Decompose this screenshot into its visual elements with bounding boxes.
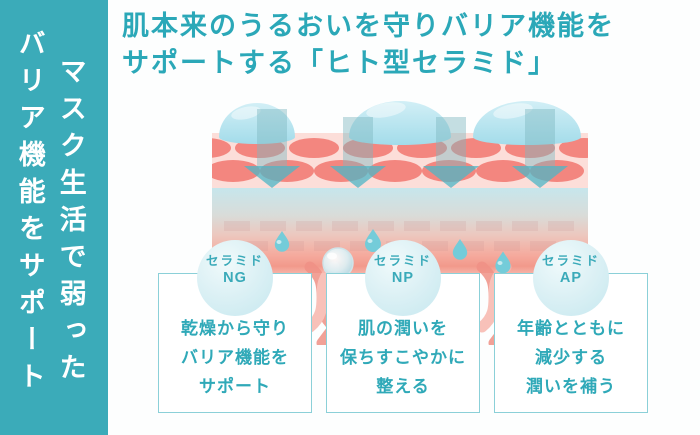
badge-code: AP <box>559 270 583 286</box>
ceramide-cards: セラミド NG 乾燥から守り バリア機能を サポート セラミド NP 肌の潤いを… <box>158 240 648 413</box>
card-description: 肌の潤いを 保ちすこやかに 整える <box>327 274 479 401</box>
banner-text-column-1: マスク生活で弱った <box>55 57 86 390</box>
card-description: 乾燥から守り バリア機能を サポート <box>159 274 311 401</box>
water-droplet-icon <box>274 229 511 274</box>
card-line: 年齢とともに <box>517 319 625 338</box>
title-line-2: サポートする「ヒト型セラミド」 <box>122 48 557 78</box>
title-line-1: 肌本来のうるおいを守りバリア機能を <box>122 11 615 41</box>
card-line: 乾燥から守り <box>181 319 289 338</box>
card-line: 保ちすこやかに <box>340 348 466 367</box>
card-line: バリア機能を <box>181 348 289 367</box>
page-title: 肌本来のうるおいを守りバリア機能を サポートする「ヒト型セラミド」 <box>122 8 615 82</box>
ceramide-card-ap: セラミド AP 年齢とともに 減少する 潤いを補う <box>494 240 648 413</box>
card-line: サポート <box>199 377 271 396</box>
badge-label: セラミド <box>205 254 264 268</box>
ceramide-np-badge: セラミド NP <box>365 240 441 316</box>
left-banner: マスク生活で弱った バリア機能をサポート <box>0 0 108 435</box>
ceramide-card-np: セラミド NP 肌の潤いを 保ちすこやかに 整える <box>326 240 480 413</box>
ceramide-card-ng: セラミド NG 乾燥から守り バリア機能を サポート <box>158 240 312 413</box>
moisture-dome-icon <box>219 101 581 145</box>
card-line: 減少する <box>535 348 607 367</box>
ceramide-ap-badge: セラミド AP <box>533 240 609 316</box>
card-description: 年齢とともに 減少する 潤いを補う <box>495 274 647 401</box>
moisture-bubble-icon <box>322 247 354 279</box>
banner-text-column-2: バリア機能をサポート <box>14 29 45 399</box>
card-line: 整える <box>376 377 430 396</box>
ceramide-ng-badge: セラミド NG <box>197 240 273 316</box>
card-line: 肌の潤いを <box>358 319 448 338</box>
badge-label: セラミド <box>541 254 600 268</box>
badge-label: セラミド <box>373 254 432 268</box>
badge-code: NP <box>391 270 415 286</box>
badge-code: NG <box>223 270 247 286</box>
absorption-arrow-icon <box>244 109 568 188</box>
card-line: 潤いを補う <box>526 377 616 396</box>
